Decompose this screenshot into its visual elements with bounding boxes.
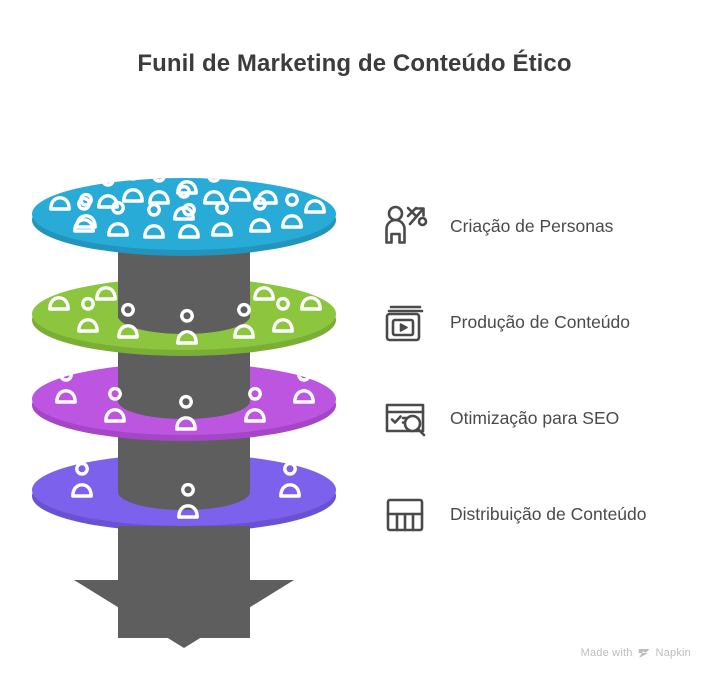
browser-search-icon [380,392,432,444]
legend-item-otimizacao-para-seo[interactable]: Otimização para SEO [380,370,700,466]
legend-item-criacao-de-personas[interactable]: Criação de Personas [380,178,700,274]
watermark: Made with Napkin [581,647,691,659]
legend: Criação de Personas Produção de Conteúdo [380,178,700,562]
legend-item-label: Produção de Conteúdo [450,311,630,332]
distribution-grid-icon [380,488,432,540]
persona-strategy-icon [380,200,432,252]
book-play-icon [380,296,432,348]
funnel-diagram [8,148,360,648]
watermark-prefix: Made with [580,647,633,659]
funnel-down-arrow-icon [74,526,294,648]
legend-item-label: Criação de Personas [450,215,614,236]
funnel-svg [32,158,336,648]
funnel-stage-otimizacao-para-seo [32,360,336,441]
legend-item-producao-de-conteudo[interactable]: Produção de Conteúdo [380,274,700,370]
legend-item-label: Otimização para SEO [450,407,620,428]
funnel-stage-criacao-de-personas [32,158,336,256]
funnel-stage-producao-de-conteudo [32,264,336,356]
page-title: Funil de Marketing de Conteúdo Ético [137,50,572,77]
legend-item-distribuicao-de-conteudo[interactable]: Distribuição de Conteúdo [380,466,700,562]
funnel-stage-distribuicao-de-conteudo [32,448,336,532]
napkin-chevrons-icon [638,648,651,659]
legend-item-label: Distribuição de Conteúdo [450,503,647,524]
watermark-brand: Napkin [655,647,691,659]
